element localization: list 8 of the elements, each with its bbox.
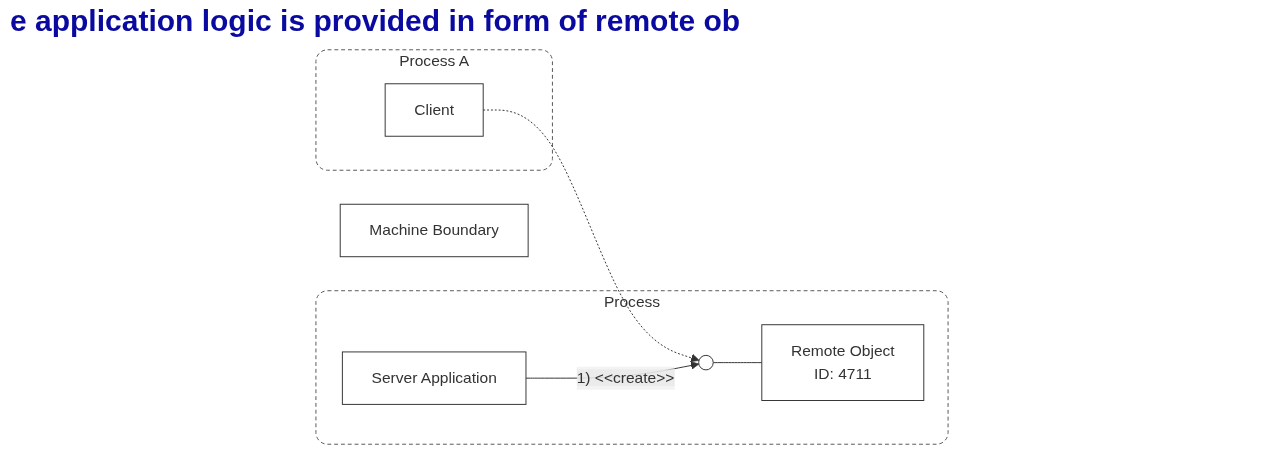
node-box: Server Application xyxy=(341,351,527,405)
node-box: Remote Object ID: 4711 xyxy=(761,324,925,401)
slide-title: e application logic is provided in form of remote ob xyxy=(10,4,742,38)
edge-label: 1) <<create>> xyxy=(576,369,675,386)
connector xyxy=(712,362,763,364)
node-box: Machine Boundary xyxy=(339,203,529,258)
node-circle xyxy=(698,354,714,371)
node-box: Client xyxy=(384,83,484,137)
